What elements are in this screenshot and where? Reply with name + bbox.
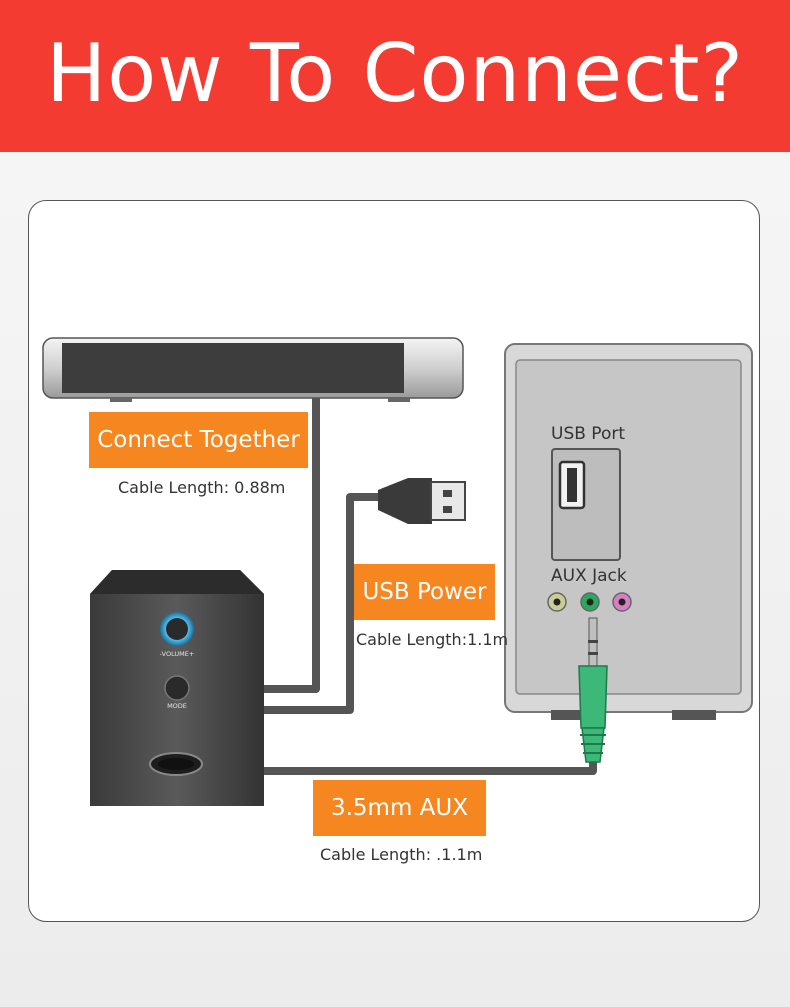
aux-jack-icon (547, 592, 632, 612)
connect-together-cable-length: Cable Length: 0.88m (118, 478, 286, 497)
aux-cable-length: Cable Length: .1.1m (320, 845, 483, 864)
aux-tag: 3.5mm AUX (313, 780, 486, 836)
volume-label: -VOLUME+ (159, 650, 195, 658)
usb-port-icon (558, 460, 586, 510)
connect-together-tag: Connect Together (89, 412, 308, 468)
computer-tower-icon (504, 343, 753, 720)
page-title: How To Connect? (46, 27, 744, 120)
aux-cable (262, 760, 597, 775)
soundbar-icon (42, 337, 464, 402)
usb-port-label: USB Port (551, 424, 626, 444)
aux-jack-label: AUX Jack (551, 566, 627, 586)
usb-power-tag: USB Power (354, 564, 495, 620)
header-banner: How To Connect? (0, 0, 790, 152)
speaker-unit-icon (90, 570, 264, 806)
cables (262, 398, 597, 775)
usb-power-cable (263, 493, 380, 714)
usb-power-cable-length: Cable Length:1.1m (356, 630, 509, 649)
usb-plug-icon (378, 478, 466, 524)
connect-together-cable (262, 398, 320, 693)
mode-label: MODE (167, 702, 187, 710)
aux-plug-icon (578, 617, 608, 763)
